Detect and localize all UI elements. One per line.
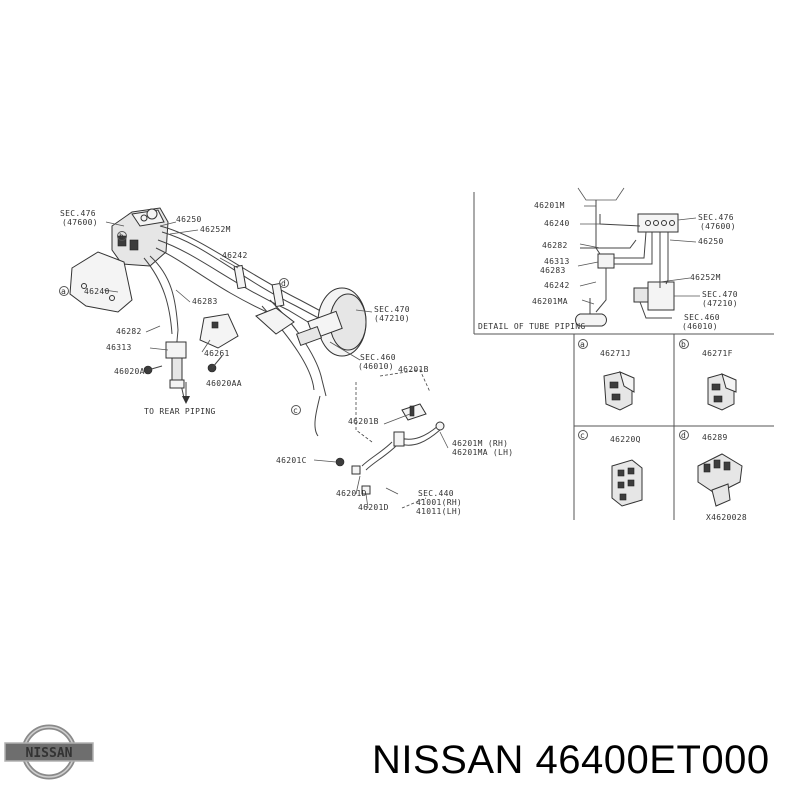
svg-text:d: d: [681, 431, 686, 440]
abs-bracket: [69, 251, 133, 313]
detail-label-sec470: SEC.470: [702, 290, 738, 299]
detail-tube-piping-panel: DETAIL OF TUBE PIPING 46201M 46240 46282…: [473, 187, 774, 335]
tube-clamps: [199, 264, 295, 349]
label-46020aa: 46020AA: [206, 379, 242, 388]
nissan-logo: NISSAN: [3, 724, 95, 784]
detail-connector: [597, 253, 615, 269]
label-46020a: 46020A: [114, 367, 145, 376]
label-sec440-b: 41011(LH): [416, 507, 462, 516]
clip-cell-a: a 46271J: [578, 339, 635, 411]
svg-text:NISSAN: NISSAN: [26, 746, 73, 761]
label-sec460: SEC.460: [360, 353, 396, 362]
callout-d-main: d: [279, 278, 289, 288]
label-46282: 46282: [116, 327, 142, 336]
detail-label-sec470-sub: (47210): [702, 299, 738, 308]
front-brake-hose: [335, 421, 445, 495]
clip-46271j-icon: [603, 371, 635, 411]
label-46201d-1: 46201D: [336, 489, 367, 498]
clip-part-46220q: 46220Q: [610, 435, 641, 444]
label-sec440: SEC.440: [418, 489, 454, 498]
clip-46271f-icon: [707, 373, 737, 411]
detail-label-46242: 46242: [544, 281, 570, 290]
main-assembly-view: a b c d SEC.476 (47600) 46250 46252M 462…: [59, 207, 513, 516]
detail-label-46313: 46313: [544, 257, 570, 266]
svg-text:d: d: [281, 279, 286, 288]
detail-label-46250: 46250: [698, 237, 724, 246]
detail-label-46283: 46283: [540, 266, 566, 275]
label-46250: 46250: [176, 215, 202, 224]
detail-label-sec460-sub: (46010): [682, 322, 718, 331]
label-46252m: 46252M: [200, 225, 231, 234]
detail-label-46240: 46240: [544, 219, 570, 228]
brake-master-cylinder: [295, 287, 367, 357]
label-sec460-sub: (46010): [358, 362, 394, 371]
clip-part-46271f: 46271F: [702, 349, 733, 358]
label-46201c: 46201C: [276, 456, 307, 465]
label-sec470: SEC.470: [374, 305, 410, 314]
label-46313: 46313: [106, 343, 132, 352]
bolt-46020a: [143, 365, 163, 375]
label-46283: 46283: [192, 297, 218, 306]
svg-text:a: a: [61, 287, 66, 296]
label-to-rear: TO REAR PIPING: [144, 407, 216, 416]
callout-a-main: a: [59, 286, 69, 296]
clip-cell-c: c 46220Q: [578, 430, 643, 507]
connector-46313: [165, 341, 187, 389]
clip-detail-grid: a 46271J b 46271F c 4622: [573, 334, 774, 522]
label-46240: 46240: [84, 287, 110, 296]
svg-text:c: c: [580, 431, 585, 440]
label-46261: 46261: [204, 349, 230, 358]
svg-text:b: b: [119, 232, 124, 241]
detail-title: DETAIL OF TUBE PIPING: [478, 322, 585, 331]
clip-part-46289: 46289: [702, 433, 728, 442]
leader-lines: [103, 221, 449, 509]
detail-label-sec460: SEC.460: [684, 313, 720, 322]
label-sec470-sub: (47210): [374, 314, 410, 323]
detail-label-sec476-sub: (47600): [700, 222, 736, 231]
svg-text:b: b: [681, 340, 686, 349]
detail-label-46201m: 46201M: [534, 201, 565, 210]
svg-text:a: a: [580, 340, 585, 349]
svg-text:c: c: [293, 406, 298, 415]
to-rear-arrow: [182, 382, 190, 404]
label-46201b-top: 46201B: [398, 365, 429, 374]
label-46201ma: 46201MA (LH): [452, 448, 513, 457]
clip-cell-b: b 46271F: [679, 339, 737, 411]
detail-label-sec476: SEC.476: [698, 213, 734, 222]
callout-c-main: c: [291, 405, 301, 415]
label-46201m: 46201M (RH): [452, 439, 508, 448]
label-46201d-2: 46201D: [358, 503, 389, 512]
hose-bracket-46201b: [401, 403, 427, 421]
clip-46289-icon: [697, 453, 743, 507]
label-46201b: 46201B: [348, 417, 379, 426]
detail-label-46201ma: 46201MA: [532, 297, 568, 306]
label-sec476-sub: (47600): [62, 218, 98, 227]
label-sec440-a: 41001(RH): [416, 498, 462, 507]
label-sec476: SEC.476: [60, 209, 96, 218]
detail-master-cylinder: [647, 281, 675, 311]
clip-part-46271j: 46271J: [600, 349, 631, 358]
label-46242: 46242: [222, 251, 248, 260]
detail-label-46252m: 46252M: [690, 273, 721, 282]
part-number-title: NISSAN 46400ET000: [372, 738, 770, 782]
detail-label-46282: 46282: [542, 241, 568, 250]
callout-b-main: b: [117, 231, 127, 241]
bolt-46020aa: [207, 355, 223, 373]
clip-cell-d: d 46289: [679, 430, 743, 507]
figure-code: X4620028: [706, 513, 747, 522]
clip-46220q-icon: [611, 459, 643, 507]
